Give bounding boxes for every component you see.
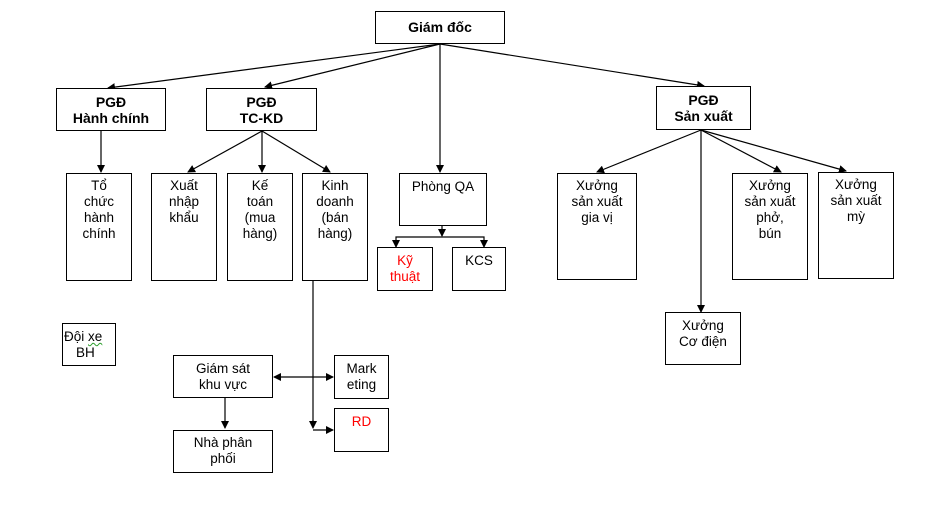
node-fleet-label-part1: Đội: [64, 329, 89, 344]
link-qa-technical: [392, 236, 442, 248]
link-prod-spice: [596, 129, 702, 174]
node-marketing: Mark eting: [334, 355, 389, 399]
node-pgd-production-label: PGĐ Sản xuất: [674, 92, 733, 124]
link-qa-kcs: [442, 236, 488, 248]
node-qa: Phòng QA: [399, 173, 487, 226]
node-pgd-tckd-label: PGĐ TC-KD: [239, 94, 284, 126]
node-pgd-tckd: PGĐ TC-KD: [206, 88, 317, 131]
node-pho-workshop: Xưởng sản xuất phở, bún: [732, 173, 808, 280]
link-prod-noodle: [700, 129, 847, 173]
node-technical-label: Kỹ thuật: [389, 253, 421, 284]
node-import-export-label: Xuất nhập khẩu: [168, 178, 200, 225]
link-tckd-import: [187, 130, 263, 173]
node-qa-label: Phòng QA: [411, 179, 475, 194]
link-ceo-pgd-production: [439, 43, 705, 89]
node-rd-label: RD: [351, 414, 372, 429]
node-fleet-label-part2: xe: [88, 329, 103, 344]
node-marketing-label: Mark eting: [346, 361, 377, 392]
link-ceo-pgd-tckd: [264, 43, 441, 90]
node-spice-workshop: Xưởng sản xuất gia vị: [557, 173, 637, 280]
node-pgd-production: PGĐ Sản xuất: [656, 86, 751, 130]
node-rd: RD: [334, 408, 389, 452]
node-pgd-admin: PGĐ Hành chính: [56, 88, 166, 131]
node-mech-workshop: Xưởng Cơ điện: [665, 312, 741, 365]
node-pho-workshop-label: Xưởng sản xuất phở, bún: [744, 178, 796, 241]
node-fleet-label-line2: BH: [76, 345, 95, 360]
node-area-supervisor-label: Giám sát khu vực: [195, 361, 250, 392]
node-business: Kinh doanh (bán hàng): [302, 173, 368, 281]
node-kcs: KCS: [452, 247, 506, 291]
node-spice-workshop-label: Xưởng sản xuất gia vị: [571, 178, 623, 225]
node-import-export: Xuất nhập khẩu: [151, 173, 217, 281]
node-accounting-label: Kế toán (mua hàng): [242, 178, 278, 241]
node-distributor-label: Nhà phân phối: [193, 435, 253, 466]
node-noodle-workshop-label: Xưởng sản xuất mỳ: [830, 177, 882, 224]
node-mech-workshop-label: Xưởng Cơ điện: [679, 318, 727, 349]
node-ceo: Giám đốc: [375, 11, 505, 44]
node-pgd-admin-label: PGĐ Hành chính: [72, 94, 150, 126]
node-distributor: Nhà phân phối: [173, 430, 273, 473]
link-ceo-pgd-admin: [107, 43, 441, 92]
link-tckd-business: [261, 130, 331, 173]
node-org-admin: Tổ chức hành chính: [66, 173, 132, 281]
node-area-supervisor: Giám sát khu vực: [173, 355, 273, 398]
node-ceo-label: Giám đốc: [408, 19, 472, 35]
node-noodle-workshop: Xưởng sản xuất mỳ: [818, 172, 894, 279]
node-fleet: Đội xe BH: [62, 323, 116, 366]
node-business-label: Kinh doanh (bán hàng): [316, 178, 354, 241]
node-org-admin-label: Tổ chức hành chính: [82, 178, 116, 241]
node-accounting: Kế toán (mua hàng): [227, 173, 293, 281]
node-technical: Kỹ thuật: [377, 247, 433, 291]
link-prod-pho: [700, 129, 782, 173]
node-kcs-label: KCS: [465, 253, 493, 268]
